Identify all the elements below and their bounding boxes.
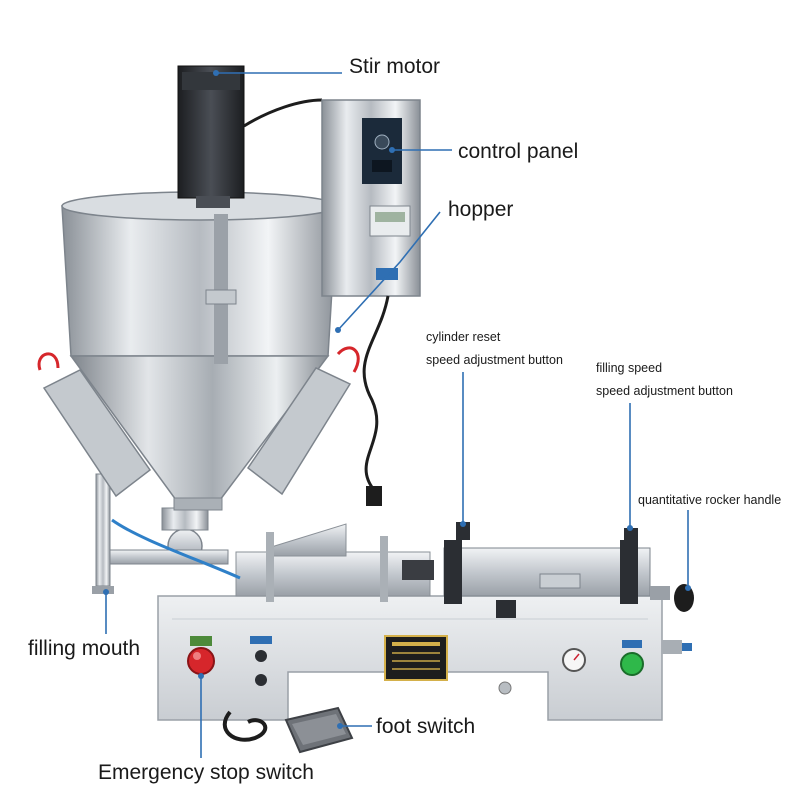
label-control-panel: control panel	[458, 140, 579, 163]
selector-switch-icon	[250, 636, 272, 686]
control-box	[243, 98, 421, 506]
pressure-gauge-icon	[562, 648, 586, 672]
label-emergency-stop: Emergency stop switch	[98, 761, 314, 784]
air-fitting-icon	[662, 640, 692, 654]
air-hose	[111, 518, 241, 580]
label-foot-switch: foot switch	[376, 715, 476, 738]
foot-switch-icon	[222, 706, 354, 754]
rotary-valve	[107, 507, 229, 565]
emergency-stop-icon	[187, 636, 215, 675]
leader-dots	[103, 70, 691, 729]
leader-hopper	[337, 211, 441, 331]
nozzle-plug-icon	[498, 681, 512, 695]
leader-lines	[105, 72, 689, 758]
label-filling-mouth: filling mouth	[28, 637, 141, 660]
start-button-icon	[620, 640, 644, 676]
label-cylinder-reset-line2: speed adjustment button	[426, 353, 563, 367]
label-filling-speed-line1: filling speed	[596, 361, 663, 375]
air-cylinder	[443, 540, 651, 618]
nameplate-icon	[384, 635, 448, 681]
stirrer-shaft	[205, 214, 237, 364]
label-cylinder-reset-line1: cylinder reset	[426, 330, 501, 344]
rocker-handle-icon	[650, 584, 694, 612]
label-stir-motor: Stir motor	[349, 55, 441, 78]
filling-cylinder	[235, 523, 434, 602]
heater-band	[37, 346, 360, 498]
label-filling-speed-line2: speed adjustment button	[596, 384, 733, 398]
label-hopper: hopper	[448, 198, 514, 221]
label-rocker-handle: quantitative rocker handle	[638, 493, 782, 507]
speed-knob-icon	[456, 522, 638, 544]
filling-mouth-nozzle	[92, 473, 114, 594]
stir-motor-icon	[177, 65, 245, 208]
